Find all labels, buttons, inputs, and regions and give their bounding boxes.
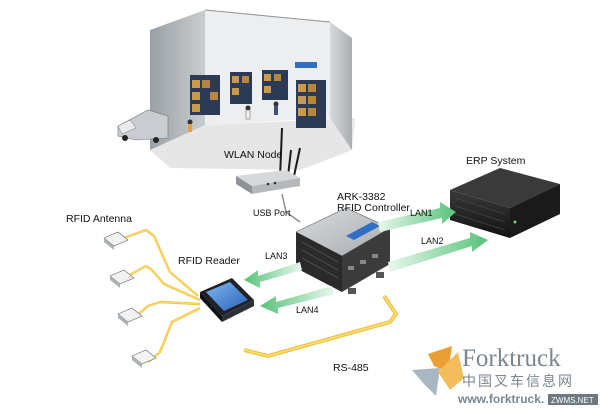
antenna-cables: [123, 228, 201, 363]
wlan-router-icon: [236, 127, 301, 194]
rfid-antenna-tag: [109, 269, 135, 288]
lan3-label: LAN3: [265, 251, 288, 261]
rfid-antenna-label: RFID Antenna: [66, 213, 132, 225]
rfid-reader-icon: [200, 278, 254, 322]
watermark-url: www.forktruck.: [457, 392, 544, 406]
warehouse-scene: [117, 9, 355, 170]
forktruck-logo-icon: [412, 346, 464, 396]
controller-name-label: RFID Controller: [337, 202, 410, 214]
forklift-truck-icon: [117, 109, 169, 143]
watermark-chinese: 中国叉车信息网: [462, 373, 574, 390]
rfid-controller-box: [295, 207, 391, 294]
erp-server-icon: [450, 168, 560, 238]
lan4-label: LAN4: [296, 305, 319, 315]
lan2-arrow: [388, 232, 488, 272]
lan2-label: LAN2: [421, 236, 444, 246]
watermark: Forktruck 中国叉车信息网 www.forktruck. ZWMS.NE…: [412, 345, 598, 406]
watermark-brand: Forktruck: [462, 345, 561, 372]
lan3-arrow: [244, 262, 302, 288]
watermark-badge: ZWMS.NET: [551, 396, 594, 405]
usb-port-label: USB Port: [253, 208, 291, 218]
rfid-antenna-tag: [103, 231, 129, 250]
rfid-antenna-tag: [117, 307, 143, 326]
lan1-arrow: [378, 202, 456, 232]
erp-system-label: ERP System: [466, 155, 526, 167]
rfid-reader-label: RFID Reader: [178, 255, 240, 267]
usb-cable: [281, 193, 301, 223]
rs485-label: RS-485: [333, 362, 369, 374]
rfid-antenna-tag: [131, 349, 157, 368]
controller-model-label: ARK-3382: [337, 191, 386, 203]
lan4-arrow: [260, 286, 334, 314]
lan1-label: LAN1: [410, 208, 433, 218]
wlan-node-label: WLAN Node: [224, 149, 283, 161]
warehouse-shelves: [190, 62, 326, 128]
